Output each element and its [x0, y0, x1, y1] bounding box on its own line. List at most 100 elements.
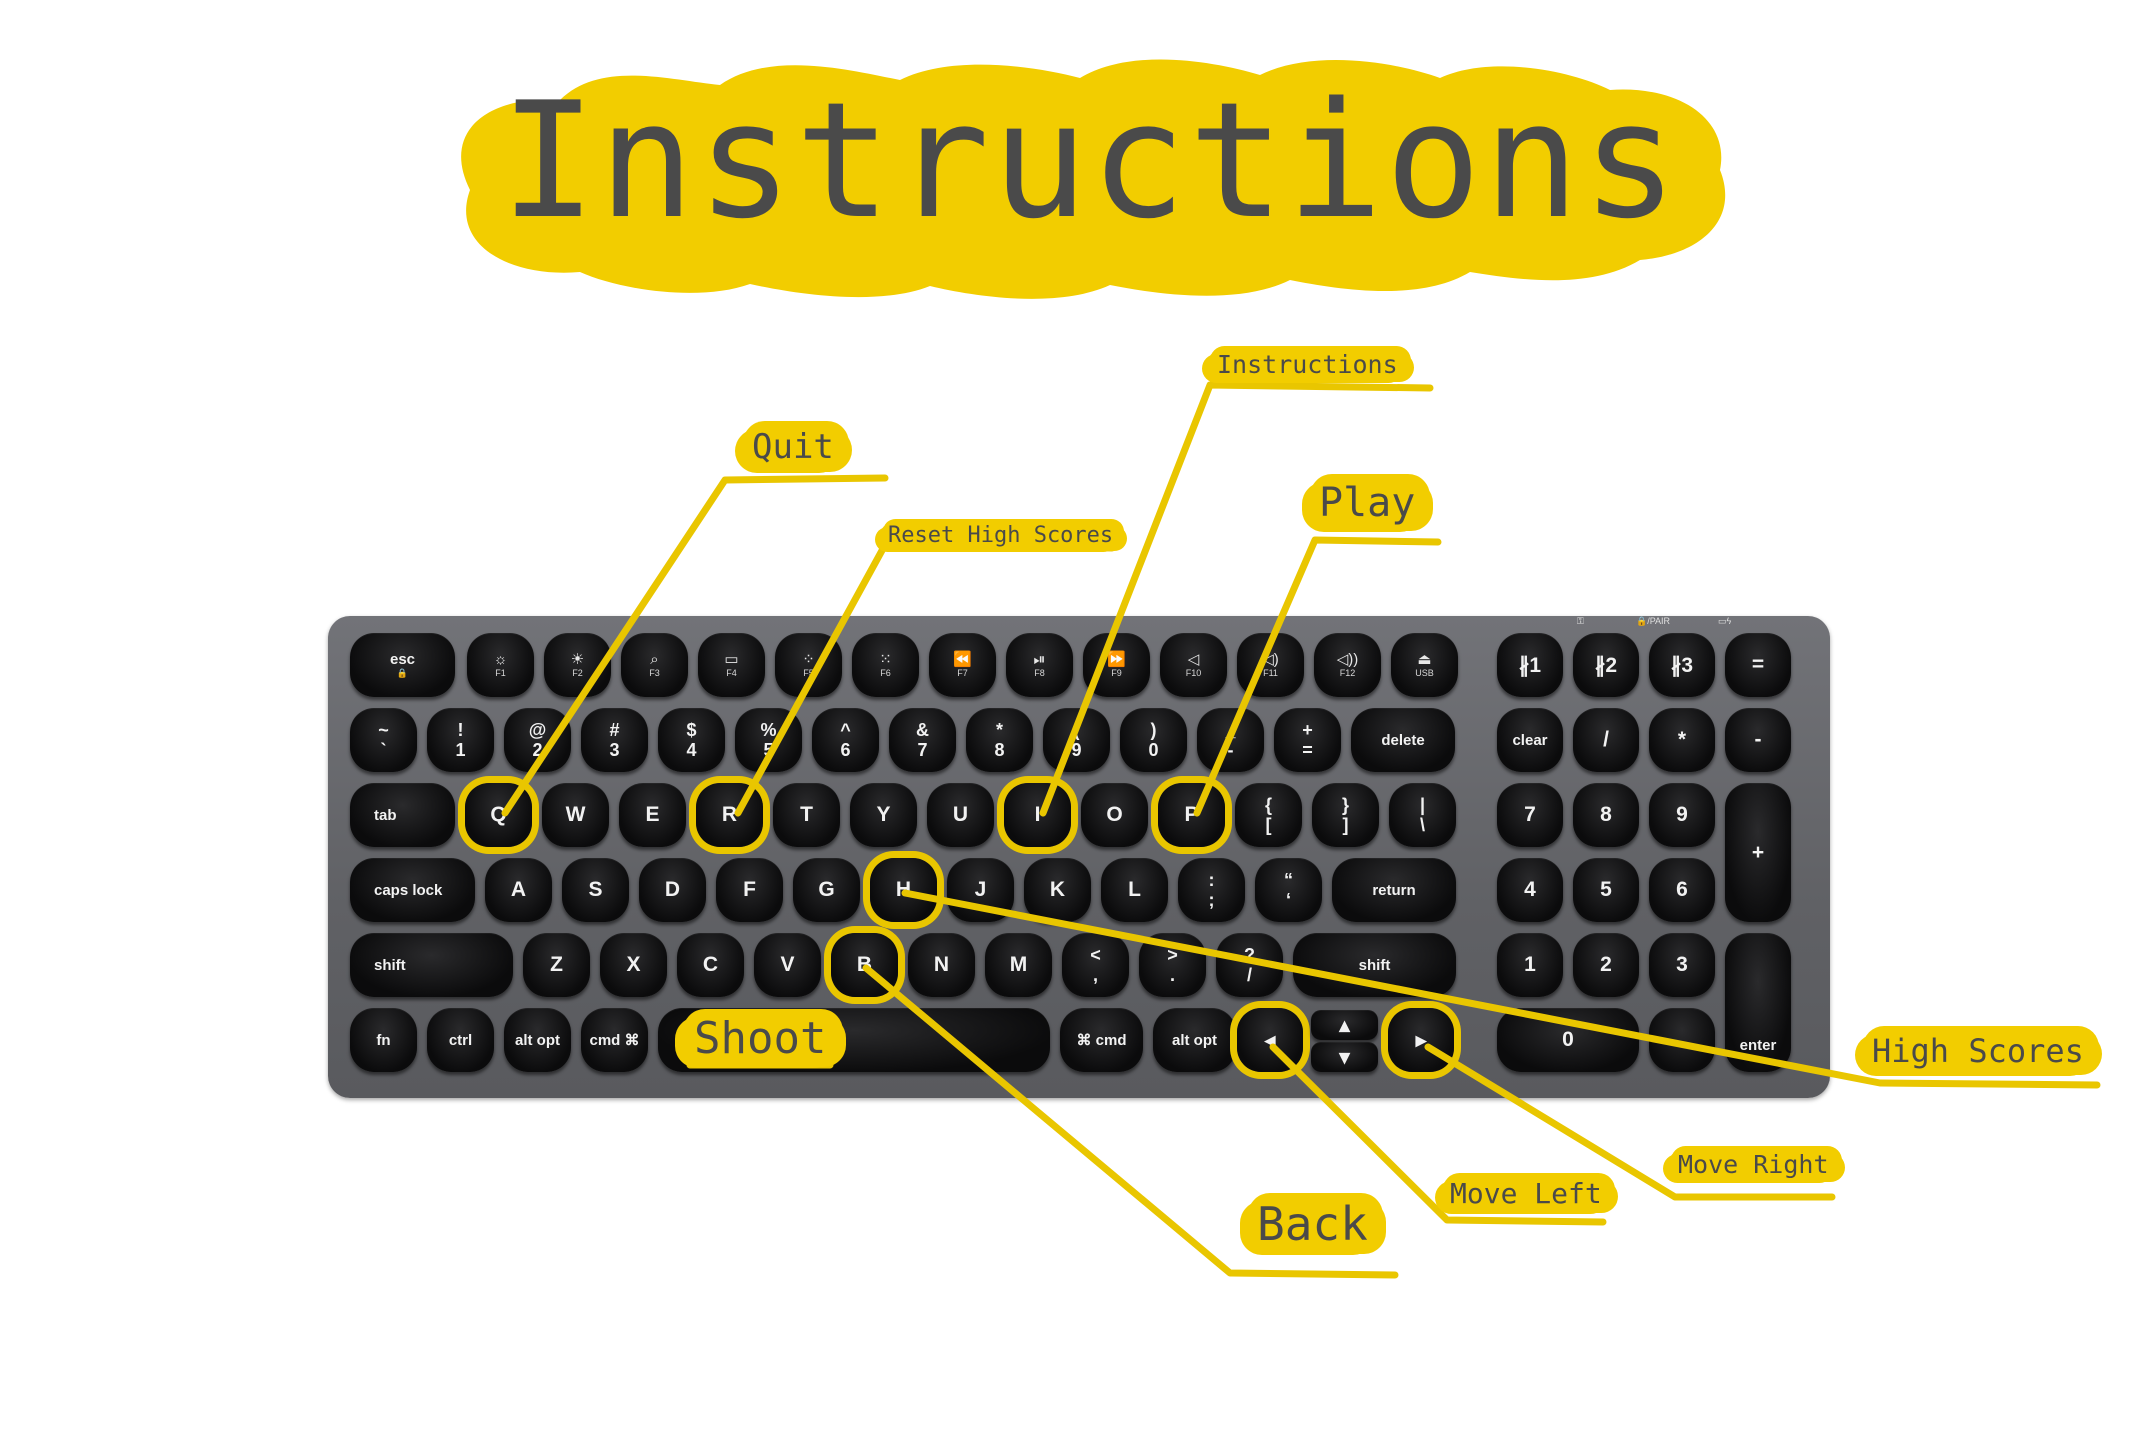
key-t[interactable]: T [773, 783, 840, 847]
key-lshift[interactable]: shift [350, 933, 513, 997]
key-f4[interactable]: ▭F4 [698, 633, 765, 697]
key-bt2[interactable]: ∦2 [1573, 633, 1639, 697]
key-up[interactable]: ▴ [1311, 1010, 1378, 1040]
key-bt1[interactable]: ∦1 [1497, 633, 1563, 697]
key-n[interactable]: N [908, 933, 975, 997]
key-n8[interactable]: 8 [1573, 783, 1639, 847]
key-slash[interactable]: ?/ [1216, 933, 1283, 997]
key-caps[interactable]: caps lock [350, 858, 475, 922]
key-label: H [895, 878, 912, 901]
key-n1[interactable]: 1 [1497, 933, 1563, 997]
key-label: tab [374, 806, 397, 824]
key-return[interactable]: return [1332, 858, 1456, 922]
key-npdot[interactable] [1649, 1008, 1715, 1072]
key-f8[interactable]: ⏯F8 [1006, 633, 1073, 697]
key-npeq[interactable]: = [1725, 633, 1791, 697]
key-npplus[interactable]: + [1725, 783, 1791, 922]
key-f7[interactable]: ⏪F7 [929, 633, 996, 697]
key-f5[interactable]: ⁘F5 [775, 633, 842, 697]
key-n4[interactable]: 4 [1497, 858, 1563, 922]
key-w[interactable]: W [542, 783, 609, 847]
key-down[interactable]: ▾ [1311, 1042, 1378, 1072]
key-n0[interactable]: 0 [1497, 1008, 1639, 1072]
key-f10[interactable]: ◁F10 [1160, 633, 1227, 697]
key-k6[interactable]: ^6 [812, 708, 879, 772]
key-k1[interactable]: !1 [427, 708, 494, 772]
key-f1[interactable]: ☼F1 [467, 633, 534, 697]
key-k0[interactable]: )0 [1120, 708, 1187, 772]
key-z[interactable]: Z [523, 933, 590, 997]
key-lalt[interactable]: alt opt [504, 1008, 571, 1072]
key-pipe[interactable]: |\ [1389, 783, 1456, 847]
key-eject[interactable]: ⏏USB [1391, 633, 1458, 697]
key-f3[interactable]: ⌕F3 [621, 633, 688, 697]
key-ralt[interactable]: alt opt [1153, 1008, 1236, 1072]
key-bt3[interactable]: ∦3 [1649, 633, 1715, 697]
key-i[interactable]: I [1004, 783, 1071, 847]
key-n7[interactable]: 7 [1497, 783, 1563, 847]
key-h[interactable]: H [870, 858, 937, 922]
key-e[interactable]: E [619, 783, 686, 847]
key-comma[interactable]: <, [1062, 933, 1129, 997]
key-left[interactable]: ◂ [1237, 1008, 1303, 1072]
key-minus[interactable]: _- [1197, 708, 1264, 772]
key-u[interactable]: U [927, 783, 994, 847]
key-k4[interactable]: $4 [658, 708, 725, 772]
key-n2[interactable]: 2 [1573, 933, 1639, 997]
key-rcmd[interactable]: ⌘ cmd [1060, 1008, 1143, 1072]
key-k3[interactable]: #3 [581, 708, 648, 772]
key-f[interactable]: F [716, 858, 783, 922]
key-equals[interactable]: += [1274, 708, 1341, 772]
key-x[interactable]: X [600, 933, 667, 997]
key-k[interactable]: K [1024, 858, 1091, 922]
key-period[interactable]: >. [1139, 933, 1206, 997]
key-r[interactable]: R [696, 783, 763, 847]
key-fn[interactable]: fn [350, 1008, 417, 1072]
key-semi[interactable]: :; [1178, 858, 1245, 922]
key-f2[interactable]: ☀F2 [544, 633, 611, 697]
key-p[interactable]: P [1158, 783, 1225, 847]
key-f6[interactable]: ⁙F6 [852, 633, 919, 697]
key-quote[interactable]: “‘ [1255, 858, 1322, 922]
key-delete[interactable]: delete [1351, 708, 1455, 772]
key-q[interactable]: Q [465, 783, 532, 847]
key-lbrace[interactable]: {[ [1235, 783, 1302, 847]
key-c[interactable]: C [677, 933, 744, 997]
key-k7[interactable]: &7 [889, 708, 956, 772]
key-rbrace[interactable]: }] [1312, 783, 1379, 847]
key-g[interactable]: G [793, 858, 860, 922]
key-s[interactable]: S [562, 858, 629, 922]
key-d[interactable]: D [639, 858, 706, 922]
key-n9[interactable]: 9 [1649, 783, 1715, 847]
key-lcmd[interactable]: cmd ⌘ [581, 1008, 648, 1072]
key-l[interactable]: L [1101, 858, 1168, 922]
key-npdiv[interactable]: / [1573, 708, 1639, 772]
key-m[interactable]: M [985, 933, 1052, 997]
key-npminus[interactable]: - [1725, 708, 1791, 772]
key-f11[interactable]: ◁)F11 [1237, 633, 1304, 697]
key-clear[interactable]: clear [1497, 708, 1563, 772]
key-f12[interactable]: ◁))F12 [1314, 633, 1381, 697]
key-ctrl[interactable]: ctrl [427, 1008, 494, 1072]
key-tilde[interactable]: ~` [350, 708, 417, 772]
key-esc[interactable]: esc🔒 [350, 633, 455, 697]
key-right[interactable]: ▸ [1388, 1008, 1454, 1072]
key-k9[interactable]: (9 [1043, 708, 1110, 772]
key-v[interactable]: V [754, 933, 821, 997]
key-o[interactable]: O [1081, 783, 1148, 847]
key-k2[interactable]: @2 [504, 708, 571, 772]
key-npmul[interactable]: * [1649, 708, 1715, 772]
key-tab[interactable]: tab [350, 783, 455, 847]
key-a[interactable]: A [485, 858, 552, 922]
key-k5[interactable]: %5 [735, 708, 802, 772]
key-n6[interactable]: 6 [1649, 858, 1715, 922]
key-f9[interactable]: ⏩F9 [1083, 633, 1150, 697]
key-rshift[interactable]: shift [1293, 933, 1456, 997]
key-k8[interactable]: *8 [966, 708, 1033, 772]
key-y[interactable]: Y [850, 783, 917, 847]
key-enter[interactable]: enter [1725, 933, 1791, 1072]
key-b[interactable]: B [831, 933, 898, 997]
key-j[interactable]: J [947, 858, 1014, 922]
key-n5[interactable]: 5 [1573, 858, 1639, 922]
key-n3[interactable]: 3 [1649, 933, 1715, 997]
